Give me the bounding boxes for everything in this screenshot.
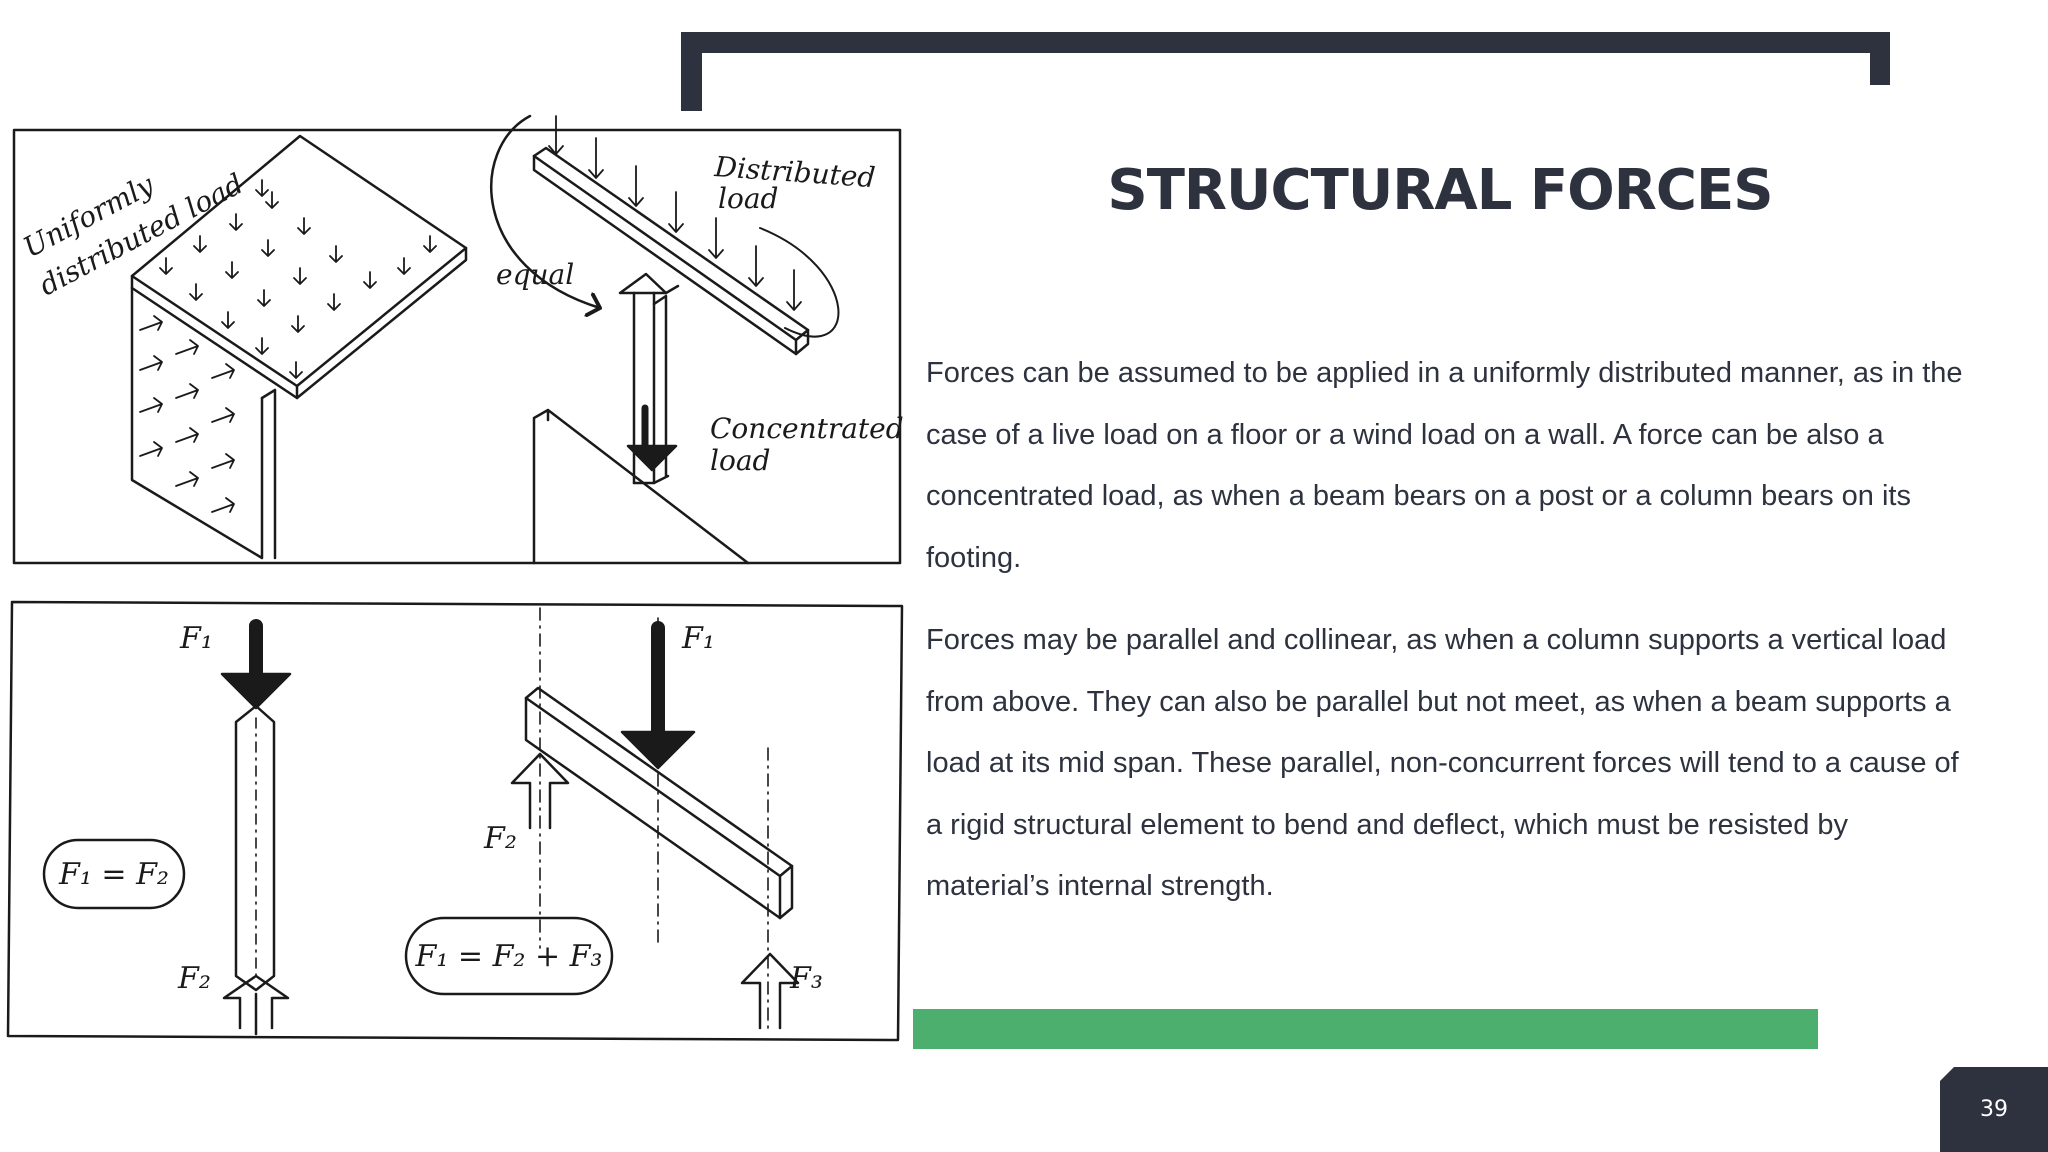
slide-title: STRUCTURAL FORCES [1107,158,1773,223]
floor-slab [130,134,468,400]
label-f1-column: F₁ [179,621,213,656]
label-f2-beam: F₂ [483,821,517,856]
page-number: 39 [1980,1097,2008,1122]
label-f2-column: F₂ [177,961,211,996]
label-concentrated-line1: Concentrated [710,412,904,445]
equation-beam-bubble [404,916,614,996]
equation-column: F₁ = F₂ [58,857,169,892]
equation-beam: F₁ = F₂ + F₃ [415,939,603,974]
bottom-panel-frame [6,600,904,1042]
label-f1-beam: F₁ [681,621,715,656]
bottom-panel: F₁ F₂ F₁ = F₂ F₁ F₂ F₃ F₁ = F₂ + F₃ [6,600,904,1042]
structural-forces-sketch: Uniformly distributed load equal Distrib… [6,114,904,1042]
uniform-load-arrows [159,179,437,379]
header-bracket-top [681,32,1890,53]
top-panel: Uniformly distributed load equal Distrib… [12,114,904,565]
slide-body: Forces can be assumed to be applied in a… [926,343,1976,918]
post [618,272,680,485]
label-distributed-line2: load [718,182,778,215]
footing-wall [532,408,750,565]
equation-column-bubble [42,838,186,910]
label-concentrated-line2: load [710,444,770,477]
paragraph-distributed-loads: Forces can be assumed to be applied in a… [926,357,1963,574]
wall [130,286,277,560]
beam [510,607,800,1030]
distributed-load-arrows [548,115,802,311]
column [220,619,292,1036]
label-equal: equal [496,258,574,291]
label-f3-beam: F₃ [789,961,823,996]
header-bracket-right [1870,32,1890,85]
top-panel-frame [12,128,902,565]
header-bracket-left [681,32,702,111]
wind-load-arrows [139,315,235,513]
page-number-badge: 39 [1940,1067,2048,1152]
paragraph-parallel-forces: Forces may be parallel and collinear, as… [926,624,1959,902]
accent-bar [913,1009,1818,1049]
distributed-beam [532,115,840,356]
equal-curve [490,114,600,308]
